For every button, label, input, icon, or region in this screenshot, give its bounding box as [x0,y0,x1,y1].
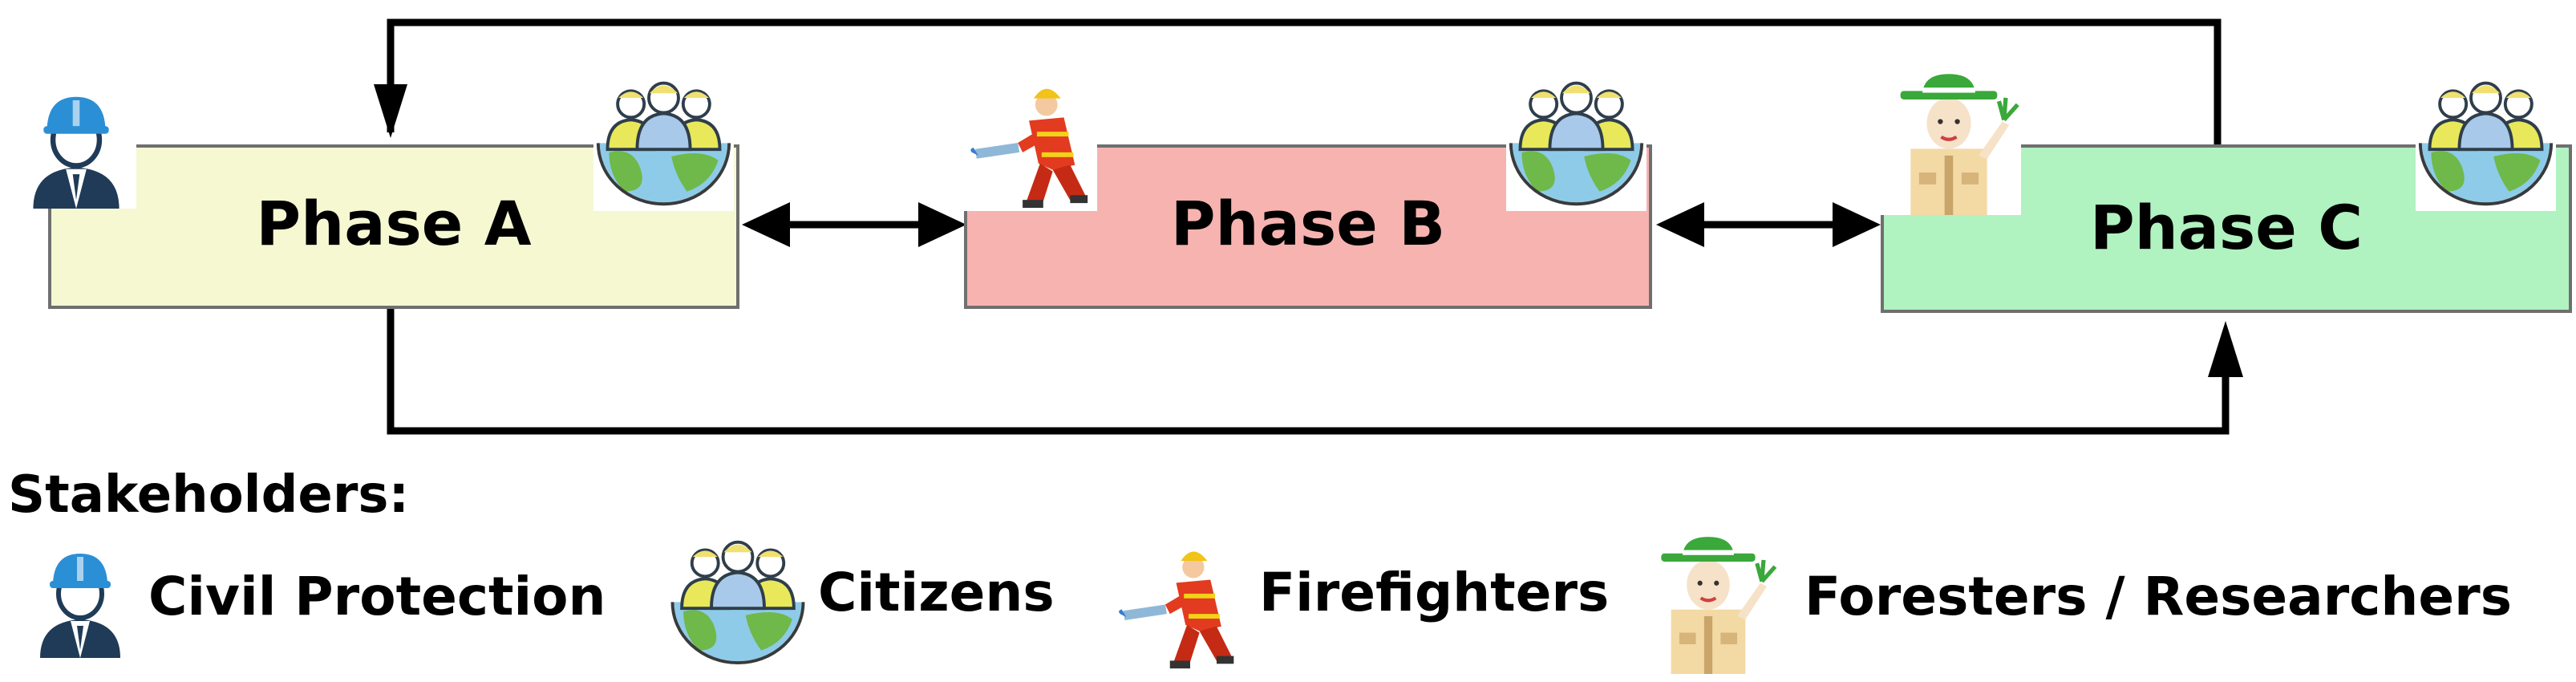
forester-icon [1877,71,2021,215]
citizens-icon [666,534,810,666]
citizens-icon [593,71,734,211]
phase-b-label: Phase B [1170,188,1446,259]
phase-a-label: Phase A [256,188,532,259]
phase-c-label: Phase C [2089,192,2363,263]
legend-label-citizens: Citizens [818,562,1055,623]
firefighter-icon [1111,539,1243,672]
citizens-icon [2416,71,2556,211]
arrowhead-into-phase-c [2208,321,2243,377]
civil-protection-icon [16,88,136,209]
civil-protection-icon [24,546,136,658]
legend-title: Stakeholders: [8,465,410,525]
arrowhead-into-phase-a [374,84,407,138]
firefighter-icon [962,76,1097,211]
legend-label-firefighters: Firefighters [1259,562,1610,623]
legend-label-foresters-researchers: Foresters / Researchers [1804,566,2512,627]
legend-label-civil-protection: Civil Protection [148,566,606,627]
forester-icon [1636,534,1780,674]
feedback-arrow-c-to-a [387,18,2222,144]
forward-arrow-a-to-c [387,309,2230,435]
citizens-icon [1506,71,1646,211]
